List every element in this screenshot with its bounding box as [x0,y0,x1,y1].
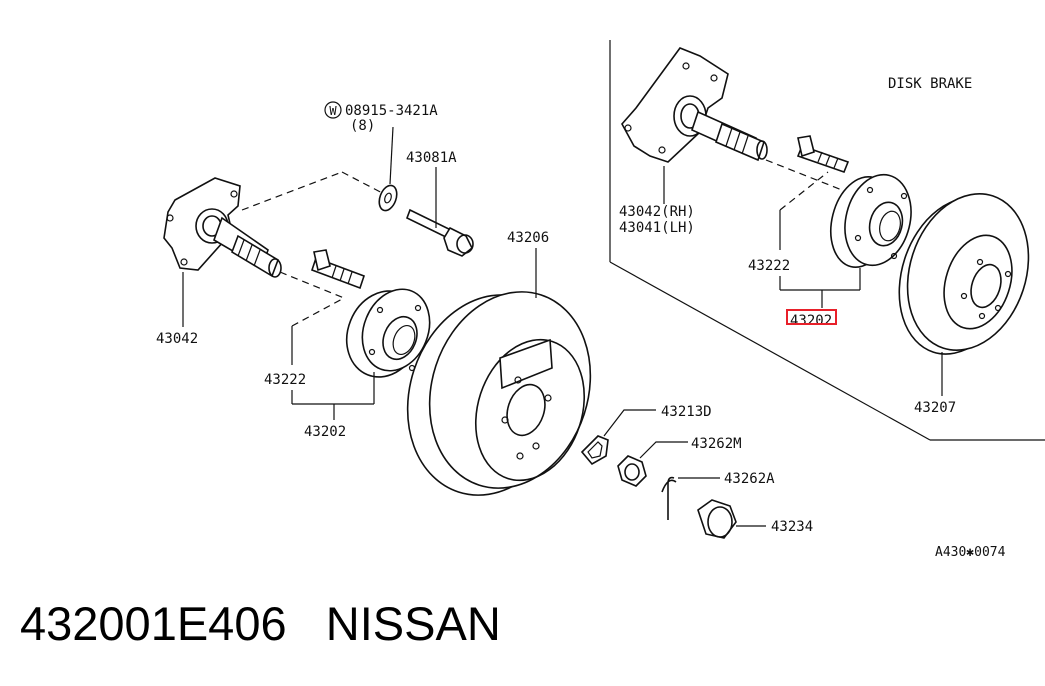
spindle-right-part[interactable] [621,47,768,163]
spindle-rh-label[interactable]: 43042(RH) [619,204,695,220]
hub-right-highlight-box [786,309,837,325]
hub-right-bracket [779,210,861,308]
bolt-part[interactable] [405,208,474,257]
bearing-left-label[interactable]: 43222 [264,372,306,388]
seal-part[interactable] [580,435,609,466]
spindle-lh-label[interactable]: 43041(LH) [619,220,695,236]
disk-brake-title: DISK BRAKE [888,76,972,92]
disc-rotor-part[interactable] [880,178,1045,369]
spindle-left-part[interactable] [163,177,282,278]
brake-drum-part[interactable] [382,271,615,517]
nut-part[interactable] [617,455,647,487]
spindle-left-label[interactable]: 43042 [156,331,198,347]
nut-label[interactable]: 43262M [691,436,742,452]
cap-label[interactable]: 43234 [771,519,813,535]
hub-stud-left-part[interactable] [310,249,366,290]
part-number: 432001E406 [20,597,287,650]
washer-code-label: W [329,104,337,118]
drawing-code: A430✱0074 [935,545,1006,560]
washer-w-symbol [324,101,342,119]
washer-part-label[interactable]: 08915-3421A [345,103,438,119]
hub-stud-right-part[interactable] [796,135,850,174]
hub-left-bracket [291,326,375,420]
washer-qty-label: (8) [350,118,375,134]
disk-brake-section-border [609,40,1045,441]
cap-part[interactable] [697,499,737,539]
disc-label[interactable]: 43207 [914,400,956,416]
seal-label[interactable]: 43213D [661,404,712,420]
hub-right-label[interactable]: 43202 [790,313,832,329]
pin-label[interactable]: 43262A [724,471,775,487]
bolt-label[interactable]: 43081A [406,150,457,166]
hub-left-part[interactable] [334,279,441,388]
bearing-right-label[interactable]: 43222 [748,258,790,274]
brand-name: NISSAN [325,597,501,650]
drum-label[interactable]: 43206 [507,230,549,246]
pin-part[interactable] [661,476,677,520]
washer-part[interactable] [376,183,400,213]
hub-right-part[interactable] [822,168,920,274]
part-caption: 432001E406 NISSAN [20,596,501,651]
hub-left-label[interactable]: 43202 [304,424,346,440]
